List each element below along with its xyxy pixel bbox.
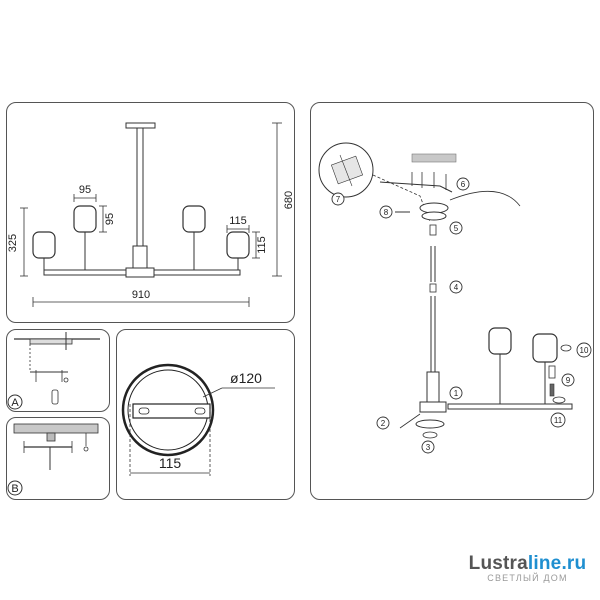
callout-3: 3 <box>426 443 431 452</box>
brand-logo: Lustraline.ru СВЕТЛЫЙ ДОМ <box>460 553 595 583</box>
canopy-circle <box>121 363 215 457</box>
mount-label-b: B <box>11 483 18 495</box>
label-diameter: ø120 <box>230 370 262 386</box>
canopy-plate <box>125 122 156 129</box>
callout-5: 5 <box>454 224 459 233</box>
label-95-width: 95 <box>79 184 91 196</box>
brand-subtitle: СВЕТЛЫЙ ДОМ <box>487 573 568 583</box>
callout-9: 9 <box>566 376 571 385</box>
shade-inner-right <box>182 205 206 233</box>
callout-7: 7 <box>336 195 341 204</box>
label-910: 910 <box>132 289 150 301</box>
label-95-height: 95 <box>104 213 116 225</box>
brand-name: Lustraline.ru <box>460 553 595 575</box>
callout-4: 4 <box>454 283 459 292</box>
shade-inner-left <box>73 205 97 233</box>
callout-11: 11 <box>554 416 563 425</box>
label-115-height: 115 <box>256 236 268 254</box>
mount-label-a: A <box>11 397 19 409</box>
label-680: 680 <box>283 191 295 209</box>
label-plate-width: 115 <box>159 455 182 471</box>
brand-name-dark: Lustra <box>468 553 528 574</box>
callout-8: 8 <box>384 208 389 217</box>
label-325: 325 <box>7 234 19 252</box>
label-115-width: 115 <box>229 215 247 227</box>
shade-outer-right <box>226 231 250 259</box>
callout-2: 2 <box>381 419 386 428</box>
callout-10: 10 <box>580 346 589 355</box>
callout-6: 6 <box>461 180 466 189</box>
callout-1: 1 <box>454 389 459 398</box>
dimensions-panel <box>6 102 295 323</box>
shade-outer-left <box>32 231 56 259</box>
brand-name-accent: line.ru <box>527 553 587 574</box>
arm-hub <box>125 267 155 278</box>
